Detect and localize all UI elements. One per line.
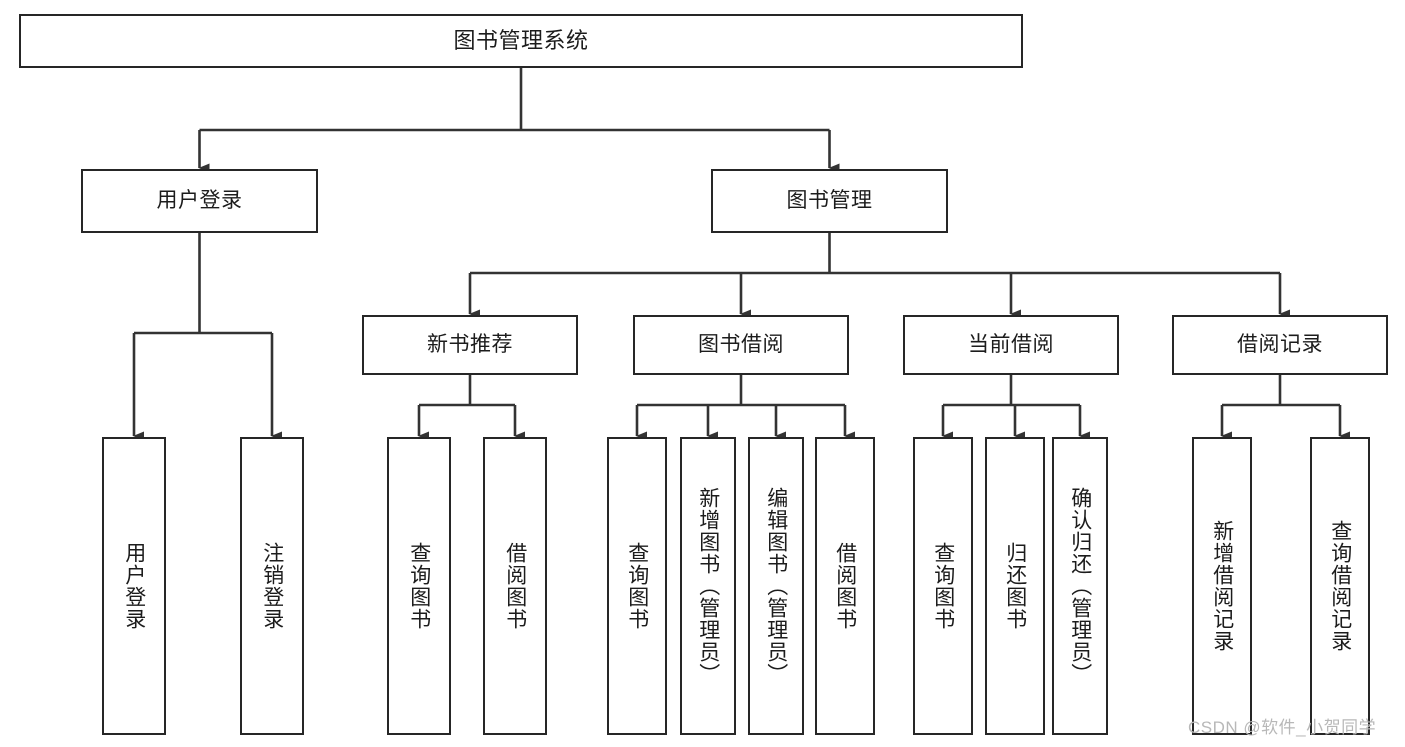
node-l-edit[interactable]: 编辑图书（管理员） xyxy=(748,437,804,735)
node-label: 新增借阅记录 xyxy=(1210,520,1234,652)
node-root[interactable]: 图书管理系统 xyxy=(19,14,1023,68)
node-label: 归还图书 xyxy=(1003,542,1027,630)
node-label: 图书管理系统 xyxy=(453,28,589,54)
node-l-qryrec[interactable]: 查询借阅记录 xyxy=(1310,437,1370,735)
node-l-logout[interactable]: 注销登录 xyxy=(240,437,304,735)
node-l-b1[interactable]: 借阅图书 xyxy=(483,437,547,735)
node-label: 借阅图书 xyxy=(503,542,527,630)
watermark: CSDN @软件_小贺同学 xyxy=(1188,718,1377,737)
node-l-userlogin[interactable]: 用户登录 xyxy=(102,437,166,735)
edges xyxy=(132,68,1350,441)
node-l-q3[interactable]: 查询图书 xyxy=(913,437,973,735)
node-label: 图书管理 xyxy=(786,188,873,212)
node-l-add[interactable]: 新增图书（管理员） xyxy=(680,437,736,735)
node-records[interactable]: 借阅记录 xyxy=(1172,315,1388,375)
node-label: 图书借阅 xyxy=(698,332,784,356)
node-borrow[interactable]: 图书借阅 xyxy=(633,315,849,375)
node-label: 查询图书 xyxy=(407,542,431,630)
node-l-q1[interactable]: 查询图书 xyxy=(387,437,451,735)
node-current[interactable]: 当前借阅 xyxy=(903,315,1119,375)
node-label: 确认归还（管理员） xyxy=(1068,487,1092,685)
node-label: 借阅记录 xyxy=(1237,332,1323,356)
node-l-return[interactable]: 归还图书 xyxy=(985,437,1045,735)
node-l-addrec[interactable]: 新增借阅记录 xyxy=(1192,437,1252,735)
node-bookmgmt[interactable]: 图书管理 xyxy=(711,169,948,233)
node-l-b2[interactable]: 借阅图书 xyxy=(815,437,875,735)
node-label: 用户登录 xyxy=(156,188,243,212)
node-label: 查询图书 xyxy=(931,542,955,630)
node-newbook[interactable]: 新书推荐 xyxy=(362,315,578,375)
node-label: 新书推荐 xyxy=(427,332,513,356)
node-label: 当前借阅 xyxy=(968,332,1054,356)
node-label: 查询借阅记录 xyxy=(1328,520,1352,652)
node-label: 新增图书（管理员） xyxy=(696,487,720,685)
node-l-q2[interactable]: 查询图书 xyxy=(607,437,667,735)
node-login[interactable]: 用户登录 xyxy=(81,169,318,233)
node-label: 编辑图书（管理员） xyxy=(764,487,788,685)
node-label: 借阅图书 xyxy=(833,542,857,630)
node-label: 注销登录 xyxy=(260,542,284,630)
node-l-confirm[interactable]: 确认归还（管理员） xyxy=(1052,437,1108,735)
node-label: 查询图书 xyxy=(625,542,649,630)
node-label: 用户登录 xyxy=(122,542,146,630)
